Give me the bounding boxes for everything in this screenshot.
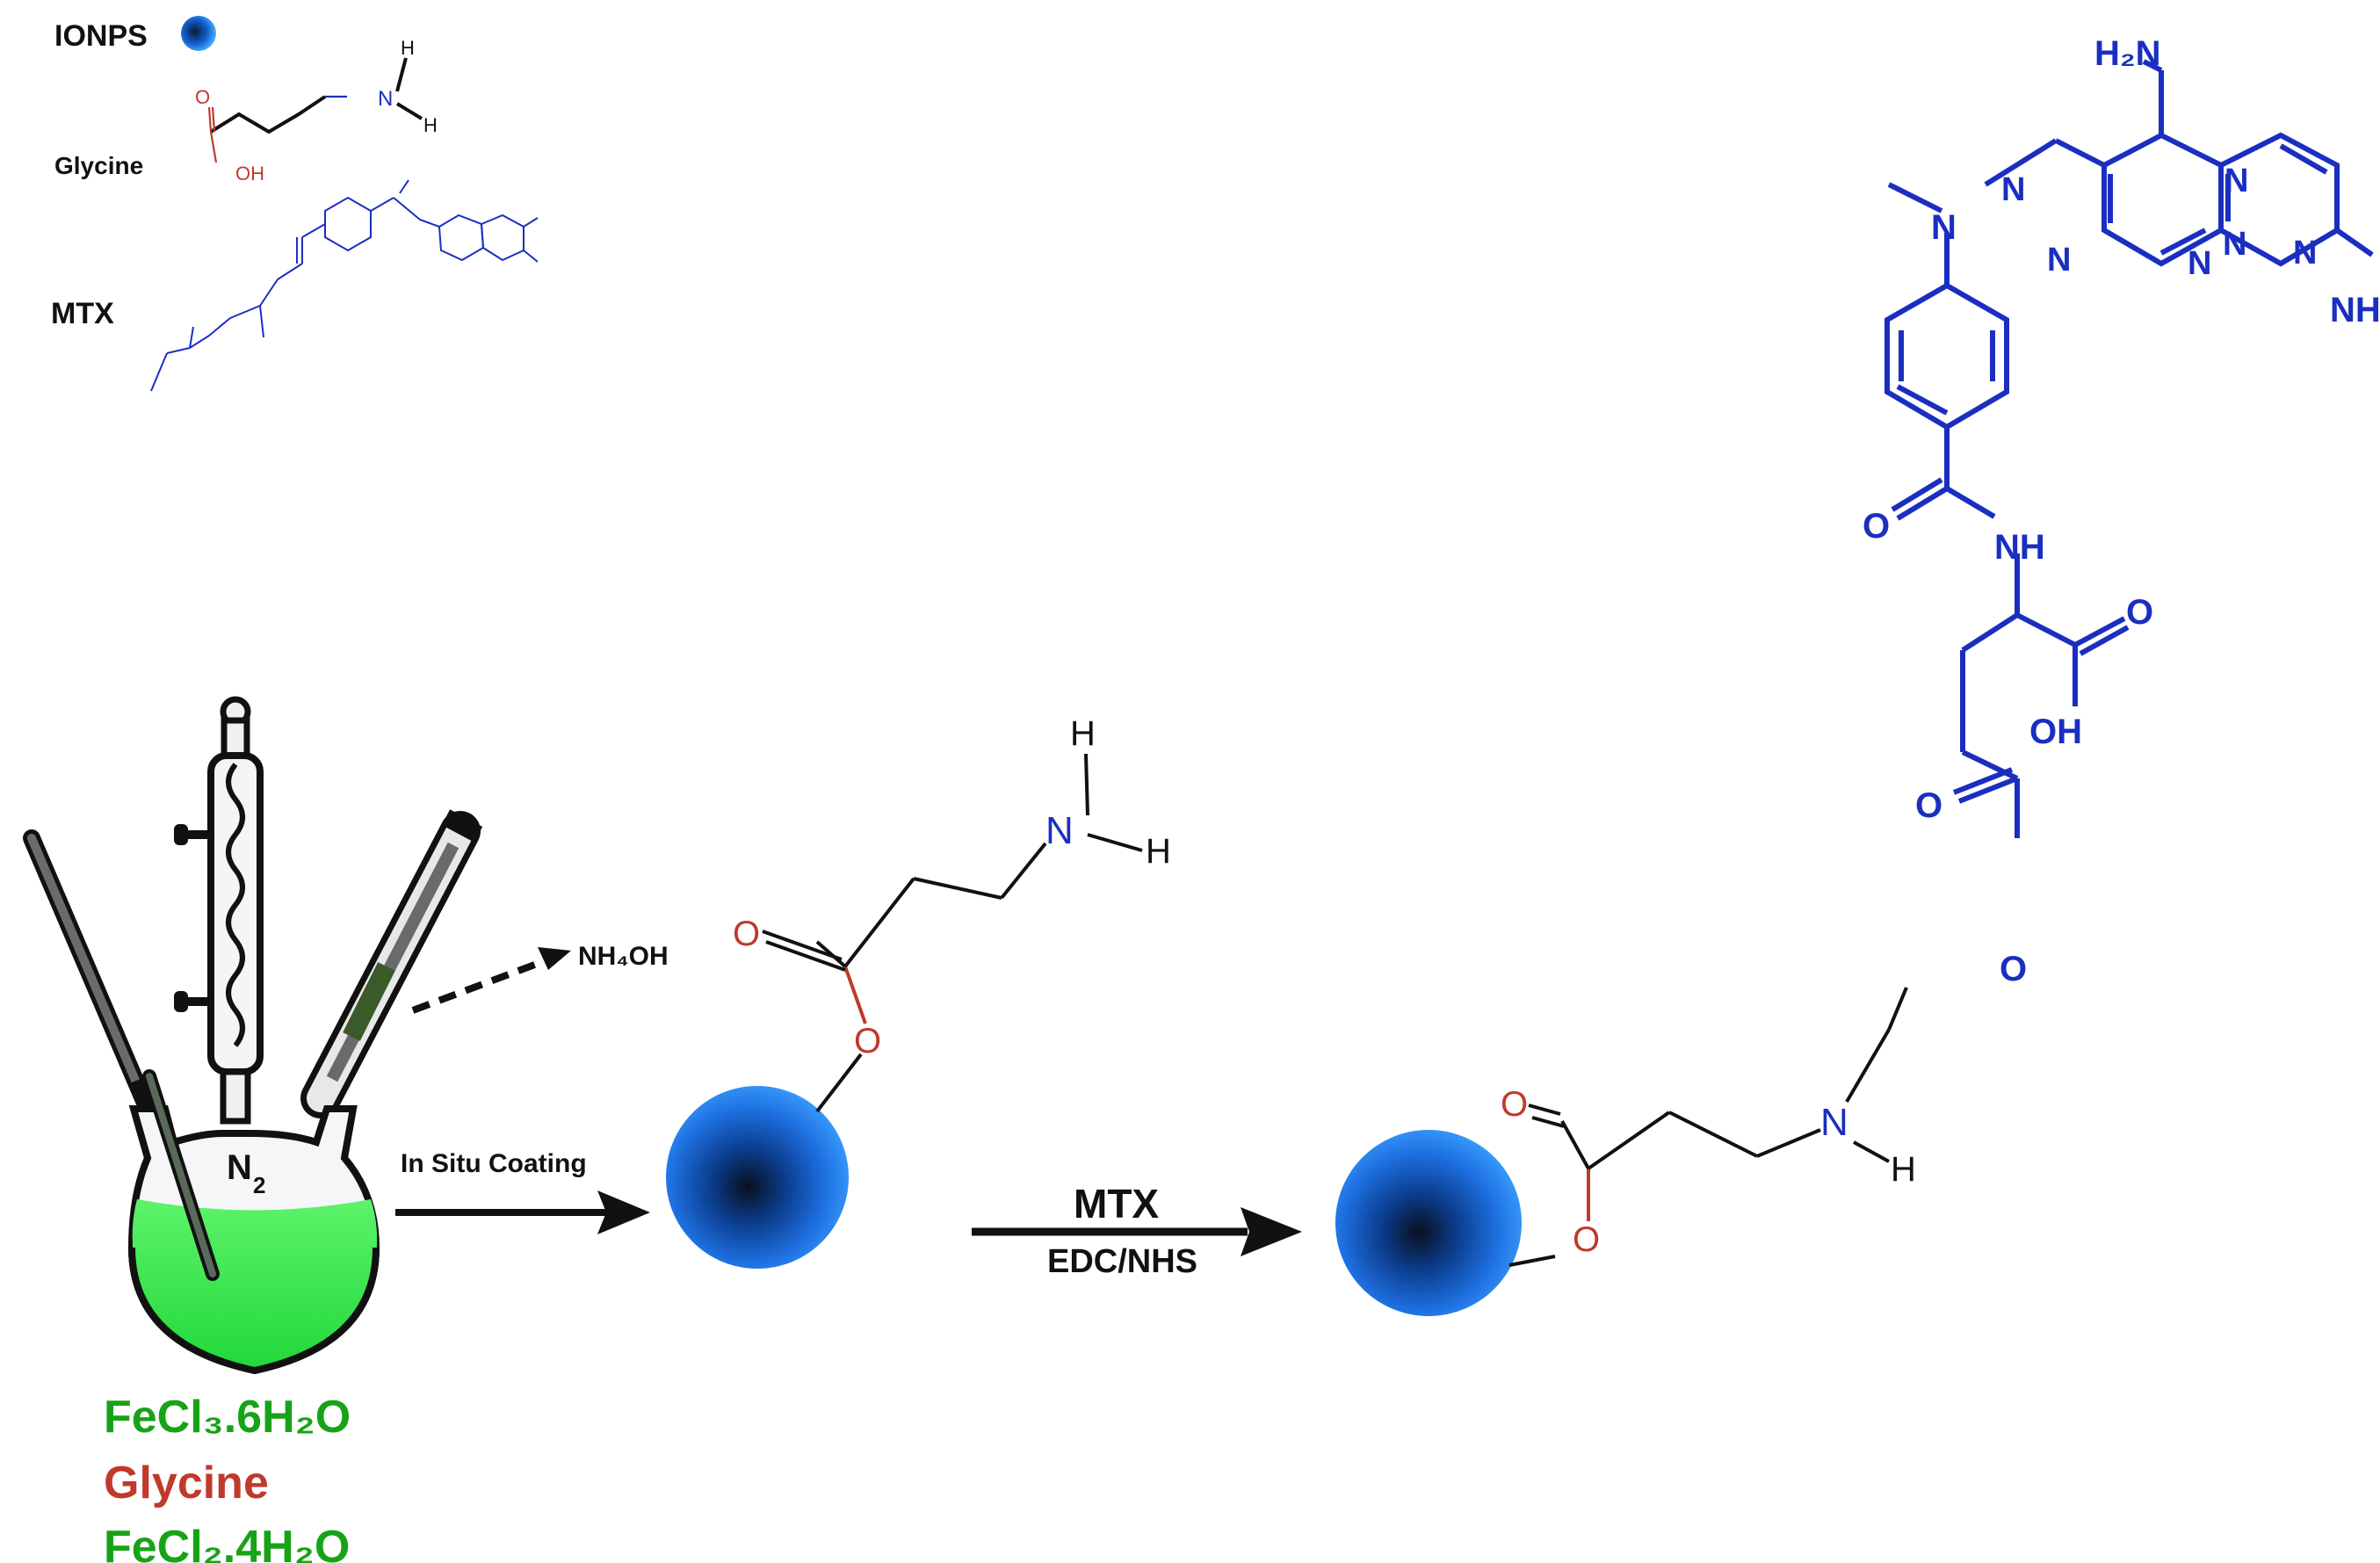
legend-ionps-icon [181, 16, 216, 51]
legend-mtx-structure [150, 179, 539, 392]
step2-label-bottom: EDC/NHS [1047, 1243, 1197, 1280]
mtx-n-ring-4: N [2047, 242, 2071, 279]
legend: IONPS O OH N H H Glycine [51, 16, 539, 392]
np2-ester-o: O [1573, 1220, 1600, 1259]
mtx-ester-o: O [2000, 950, 2027, 988]
nh4oh-dashed-arrow [411, 954, 555, 1014]
np2-n: N [1820, 1101, 1848, 1144]
step1: In Situ Coating [395, 1149, 650, 1234]
reactant-glycine: Glycine [104, 1458, 269, 1509]
np1-h-right: H [1146, 832, 1171, 871]
nh4oh-label: NH₄OH [578, 942, 669, 971]
mtx-h2n-top: H₂N [2094, 34, 2161, 73]
step2-arrowhead [1241, 1207, 1302, 1256]
condenser [174, 696, 264, 1125]
mtx-n-ring-3: N [2223, 226, 2246, 263]
round-bottom-flask [127, 1069, 380, 1375]
legend-glycine-h1: H [401, 37, 415, 59]
np1-h-top: H [1070, 714, 1096, 753]
nanoparticle-2 [1335, 1130, 1522, 1316]
legend-glycine-h2: H [423, 114, 438, 136]
step1-label: In Situ Coating [401, 1149, 587, 1178]
step2: MTX EDC/NHS [972, 1181, 1302, 1280]
legend-glycine-o: O [195, 86, 210, 108]
nanoparticle-1 [666, 1086, 849, 1269]
mtx-conjugated-np: O O N H [1335, 1028, 1916, 1316]
mtx-nh2-right: NH₂ [2330, 291, 2380, 329]
mtx-amide-o: O [1863, 507, 1890, 546]
flask-gas-label: N [227, 1148, 252, 1187]
mtx-ester-carbonyl-o: O [1915, 786, 1942, 825]
mtx-amide-nh: NH [1994, 528, 2045, 567]
np2-carbonyl-o: O [1501, 1085, 1528, 1124]
np1-n: N [1045, 809, 1074, 852]
flask-gas-subscript: 2 [253, 1172, 265, 1198]
reactant-fecl3: FeCl₃.6H₂O [104, 1392, 351, 1443]
legend-glycine-n: N [378, 87, 393, 111]
reactant-fecl2: FeCl₂.4H₂O [104, 1522, 350, 1563]
mtx-acid-o: O [2126, 593, 2153, 632]
mtx-ester-link [1887, 987, 1908, 1031]
reaction-flask: N 2 NH₄OH FeCl₃.6H₂O Glycine FeCl₂.4H₂O [23, 696, 669, 1563]
legend-glycine-structure: O OH N H H [195, 37, 438, 185]
np1-carbonyl-o: O [733, 915, 760, 953]
glycine-coated-np: O O N H H [666, 714, 1171, 1269]
mtx-n-ring-6: N [2293, 235, 2317, 271]
np2-h: H [1891, 1150, 1916, 1189]
mtx-n-ring-1: N [2001, 171, 2025, 208]
mtx-n-ring-2: N [2224, 163, 2248, 199]
np1-ester-o: O [854, 1022, 881, 1060]
legend-ionps-label: IONPS [54, 19, 148, 53]
mtx-acid-oh: OH [2029, 713, 2082, 751]
mtx-n-ring-5: N [2188, 245, 2211, 282]
step2-label-top: MTX [1074, 1181, 1159, 1227]
step1-arrowhead [597, 1190, 650, 1234]
legend-mtx-label: MTX [51, 297, 114, 330]
syringe [300, 809, 483, 1118]
nh4oh-arrowhead [538, 947, 571, 970]
mtx-n-methyl: N [1931, 208, 1957, 247]
mtx-atom-labels: H₂N N N N N N N NH₂ N O NH O OH O O [1863, 34, 2380, 988]
legend-glycine-oh: OH [235, 163, 264, 185]
legend-glycine-label: Glycine [54, 152, 143, 179]
mtx-structure [1884, 59, 2374, 838]
